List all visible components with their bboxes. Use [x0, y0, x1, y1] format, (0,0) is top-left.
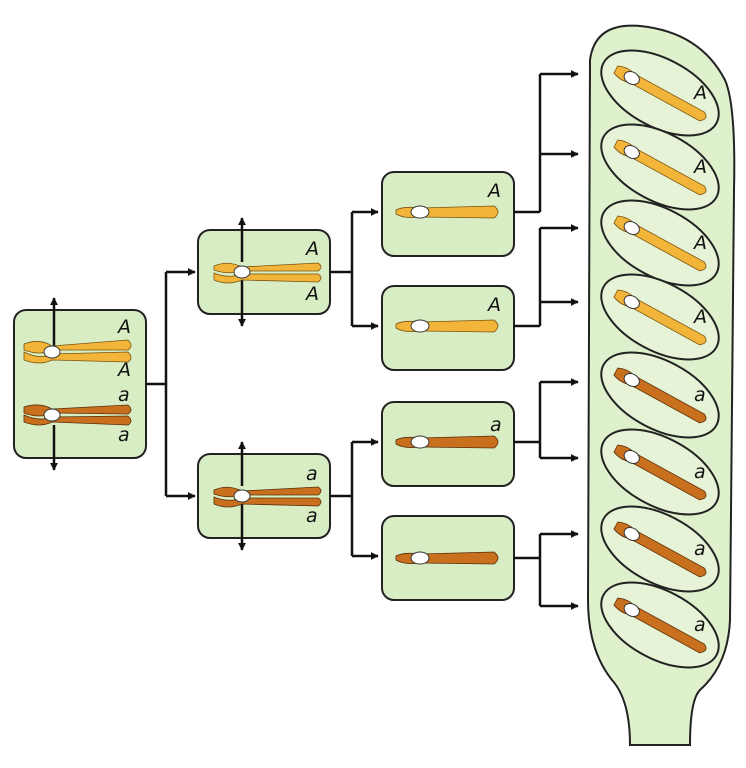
centromere [623, 144, 640, 159]
ascospore [600, 123, 720, 211]
allele-label: a [490, 414, 502, 436]
meiosis1-cell-A: A A [197, 217, 331, 327]
allele-label: A [304, 283, 319, 305]
centromere [623, 602, 640, 617]
allele-label: A [486, 294, 501, 316]
ascospore [600, 351, 720, 439]
allele-label: a [306, 505, 318, 527]
chromosome-a-pair [23, 404, 132, 426]
ascospore-group: A A A Aa a a a [600, 49, 720, 669]
chromosome-A-pair [23, 339, 132, 364]
connector [146, 268, 196, 500]
allele-label: A [692, 82, 707, 104]
ascospore [600, 49, 720, 137]
centromere [623, 220, 640, 235]
allele-label: a [694, 461, 706, 483]
meiosis1-cell-a: a a [197, 441, 331, 551]
allele-label: A [304, 238, 319, 260]
meiosis2-cell: A [381, 285, 515, 371]
centromere [623, 449, 640, 464]
centromere [623, 294, 640, 309]
allele-label: a [118, 384, 130, 406]
allele-label: A [692, 156, 707, 178]
centromere [623, 526, 640, 541]
allele-label: A [486, 180, 501, 202]
ascospore [600, 428, 720, 516]
allele-label: a [118, 424, 130, 446]
ascospore [600, 505, 720, 593]
connector [330, 208, 379, 560]
ascospore [600, 199, 720, 287]
allele-label: A [116, 316, 131, 338]
meiosis2-cell: a [381, 401, 515, 487]
ascospore [600, 581, 720, 669]
connector [514, 70, 579, 610]
allele-label: A [692, 232, 707, 254]
centromere [623, 372, 640, 387]
allele-label: a [694, 614, 706, 636]
ascospore [600, 273, 720, 361]
centromere [623, 70, 640, 85]
meiosis2-cell: A [381, 171, 515, 257]
allele-label: A [116, 359, 131, 381]
allele-label: A [692, 306, 707, 328]
allele-label: a [694, 384, 706, 406]
meiosis2-cell [381, 515, 515, 601]
parent-cell: A A a a [13, 297, 147, 471]
allele-label: a [694, 538, 706, 560]
allele-label: a [306, 463, 318, 485]
